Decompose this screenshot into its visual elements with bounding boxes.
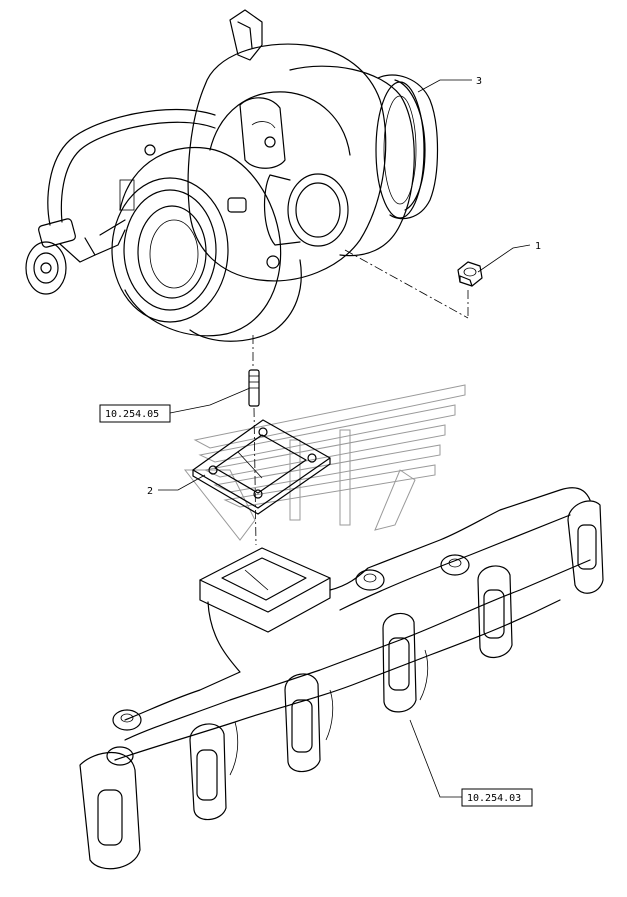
assembly-centerlines [252, 249, 469, 546]
gasket-item-2 [192, 419, 331, 515]
leader-lines [158, 79, 531, 798]
callout-2: 2 [147, 486, 153, 497]
nut-item-1 [457, 261, 483, 287]
reference-label-stud: 10.254.05 [105, 409, 159, 420]
watermark-logo [183, 384, 466, 541]
reference-box-stud[interactable]: 10.254.05 [99, 404, 171, 423]
callout-1: 1 [535, 241, 541, 252]
exhaust-manifold [79, 487, 604, 870]
turbocharger [25, 9, 439, 342]
reference-label-manifold: 10.254.03 [467, 793, 521, 804]
stud [248, 369, 260, 407]
callout-3: 3 [476, 76, 482, 87]
reference-box-manifold[interactable]: 10.254.03 [461, 788, 533, 807]
